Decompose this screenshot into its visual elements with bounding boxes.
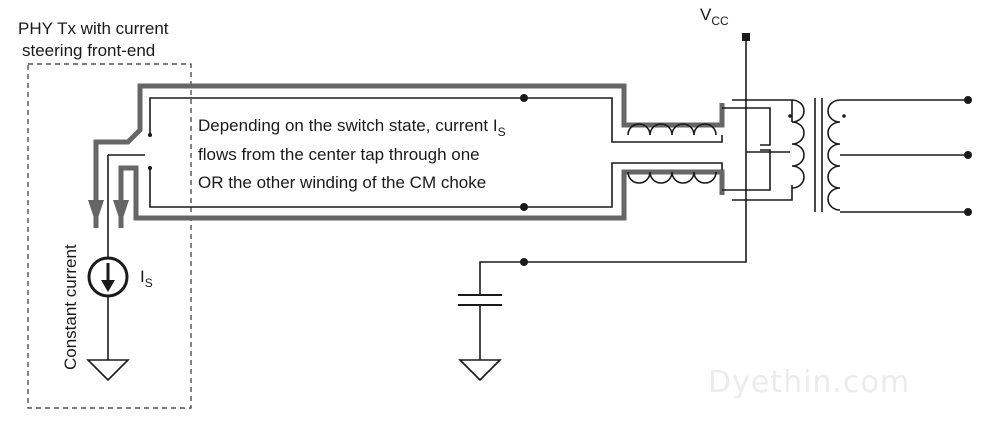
annotation-line3: OR the other winding of the CM choke — [198, 173, 486, 192]
ground-symbols — [86, 359, 502, 382]
signal-wiring — [107, 38, 968, 360]
switch-contact-top — [148, 133, 152, 137]
transformer-dot-primary — [788, 114, 792, 118]
phy-tx-boundary — [27, 63, 192, 409]
current-arrow-right — [113, 200, 129, 224]
transformer-dot-secondary — [842, 114, 846, 118]
annotation-line2: flows from the center tap through one — [198, 145, 480, 164]
cm-choke — [627, 123, 717, 184]
vcc-terminal — [742, 33, 750, 41]
annotation-line1: Depending on the switch state, current I… — [198, 116, 506, 139]
current-steering-path — [93, 83, 725, 228]
current-arrow-left — [88, 200, 104, 224]
phy-title-line2: steering front-end — [22, 41, 155, 60]
constant-current-label: Constant current — [61, 244, 80, 370]
transformer — [791, 98, 841, 212]
phy-title-line1: PHY Tx with current — [18, 19, 169, 38]
current-source — [87, 256, 129, 298]
junction-nodes — [520, 94, 972, 266]
switch-contact-bottom — [148, 166, 152, 170]
current-source-label: IS — [140, 267, 153, 290]
capacitor — [458, 294, 502, 306]
watermark: Dyethin.com — [708, 365, 910, 400]
vcc-label: VCC — [700, 5, 729, 28]
